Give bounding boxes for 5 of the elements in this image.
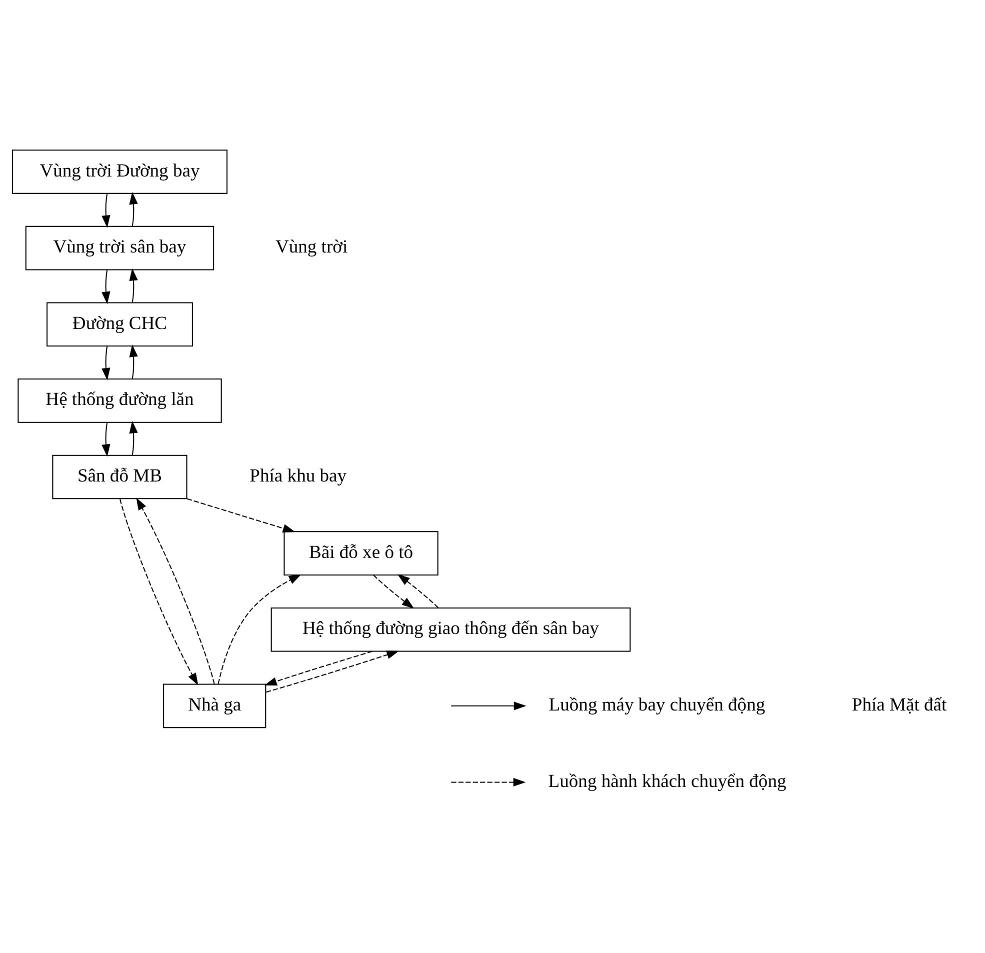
label: Vùng trời [275,236,348,258]
legend-label: Luồng máy bay chuyển động [548,694,766,715]
legend-label: Luồng hành khách chuyển động [548,770,786,792]
label: Phía Mặt đất [852,694,947,715]
label: Phía khu bay [250,465,347,486]
